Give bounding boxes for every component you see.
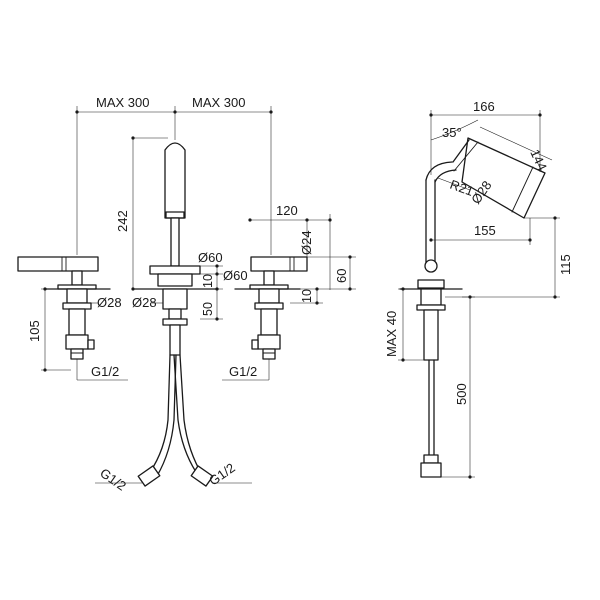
- label-166: 166: [473, 99, 495, 114]
- label-155: 155: [474, 223, 496, 238]
- label-d28-left: Ø28: [97, 295, 122, 310]
- label-35deg: 35°: [442, 125, 462, 140]
- label-g12-right: G1/2: [229, 364, 257, 379]
- label-10-right: 10: [300, 289, 314, 303]
- label-g12-hose-left: G1/2: [97, 465, 129, 493]
- center-spout: [134, 142, 219, 487]
- side-view-spout: [399, 137, 546, 478]
- label-10-top: 10: [201, 274, 215, 288]
- label-d28-mid: Ø28: [132, 295, 157, 310]
- label-d24: Ø24: [299, 230, 314, 255]
- label-50: 50: [201, 302, 215, 316]
- left-handle-valve: [17, 256, 111, 360]
- label-60: 60: [334, 269, 349, 283]
- label-max40: MAX 40: [384, 311, 399, 357]
- label-max300-left: MAX 300: [96, 95, 149, 110]
- label-g12-hose-right: G1/2: [206, 460, 238, 488]
- label-500: 500: [454, 383, 469, 405]
- label-max300-right: MAX 300: [192, 95, 245, 110]
- dimension-labels: MAX 300 MAX 300 242 120 Ø24 Ø60 Ø60 10 5…: [27, 95, 573, 494]
- label-242: 242: [115, 210, 130, 232]
- label-d60-mid: Ø60: [223, 268, 248, 283]
- label-105: 105: [27, 320, 42, 342]
- label-115: 115: [558, 254, 573, 275]
- label-g12-left: G1/2: [91, 364, 119, 379]
- label-120: 120: [276, 203, 298, 218]
- label-d60-top: Ø60: [198, 250, 223, 265]
- right-handle-valve: [234, 256, 308, 360]
- dimension-arrowheads: [43, 110, 557, 479]
